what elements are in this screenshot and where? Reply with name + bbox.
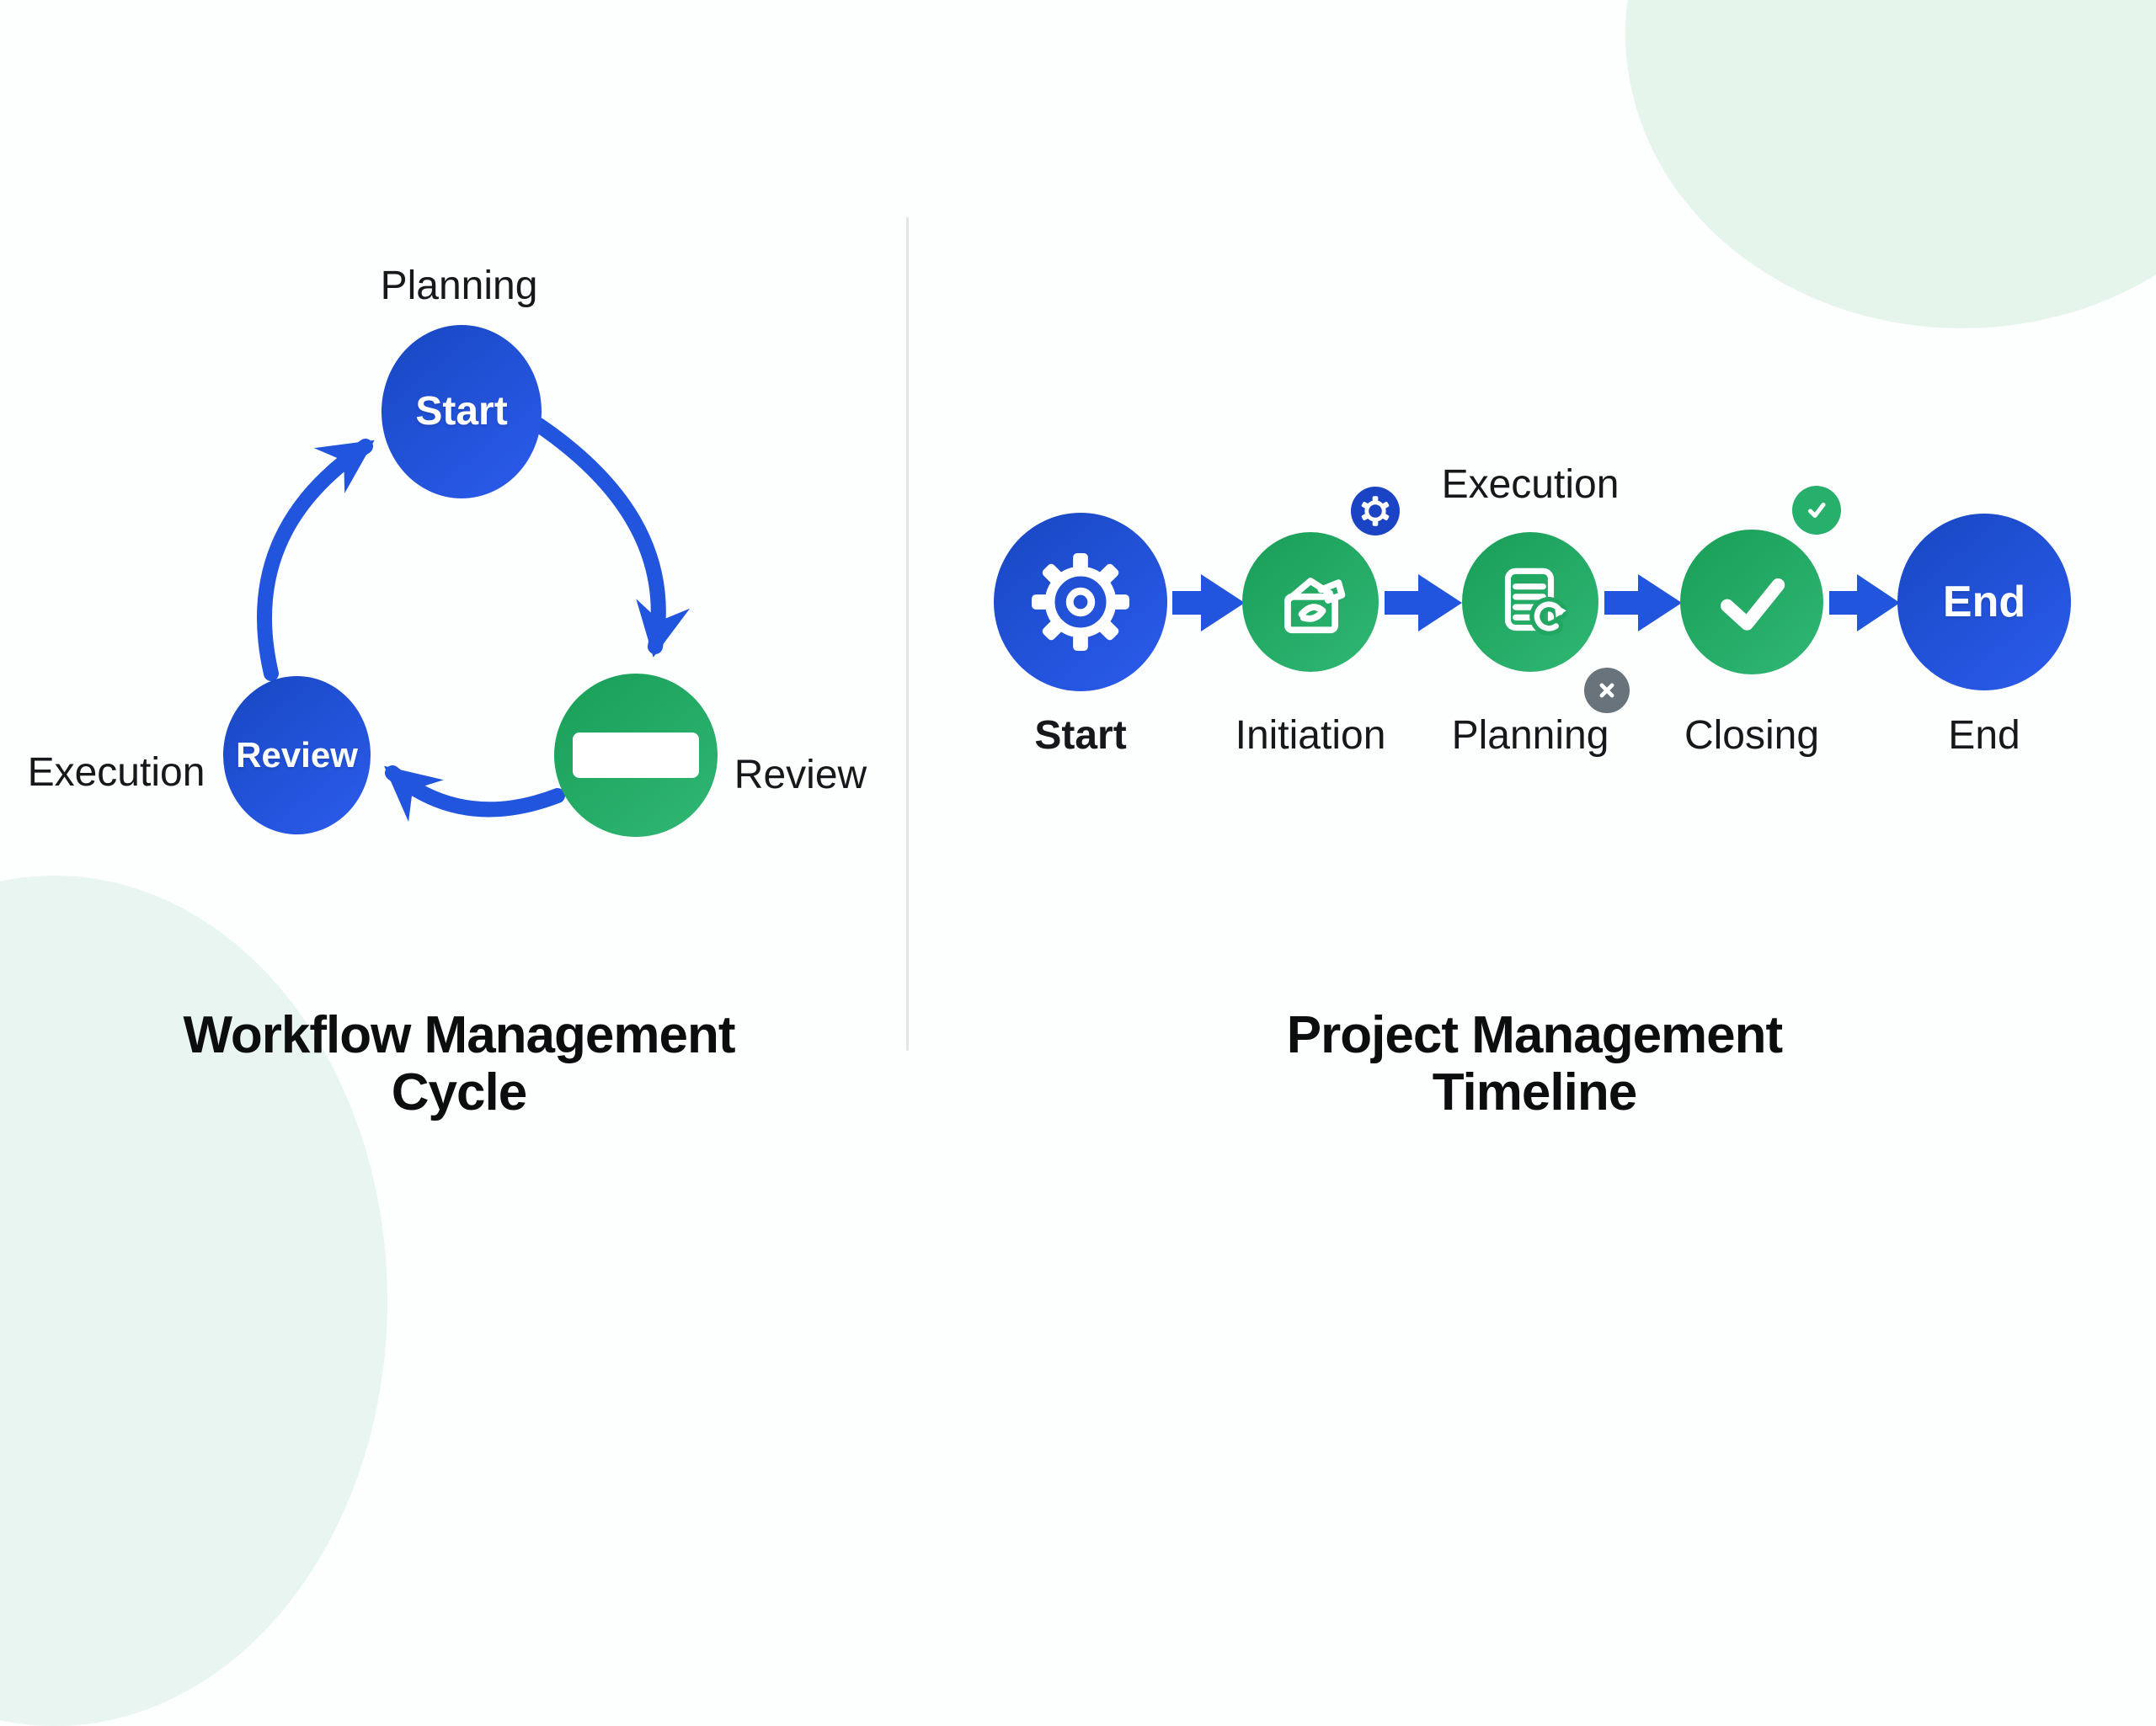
timeline-label-start: Start xyxy=(1034,713,1127,758)
cycle-arrows xyxy=(257,418,691,823)
right-panel-title: Project Management Timeline xyxy=(1286,1006,1783,1122)
cycle-node-review: Review xyxy=(223,676,371,834)
timeline-label-initiation: Initiation xyxy=(1235,713,1386,758)
timeline-label-execution: Execution xyxy=(1441,462,1620,507)
timeline-node-planning xyxy=(1462,532,1598,672)
gear-badge-icon xyxy=(1361,496,1390,526)
timeline-arrows xyxy=(1172,574,1900,631)
x-badge-icon xyxy=(1599,683,1614,698)
timeline-label-planning: Planning xyxy=(1451,713,1609,758)
inbox-document-icon xyxy=(1284,578,1346,634)
timeline-node-closing xyxy=(1680,530,1823,674)
timeline-node-start xyxy=(994,513,1167,691)
cycle-label-review: Review xyxy=(734,753,867,797)
cycle-node-review-text: Review xyxy=(236,735,358,775)
check-badge xyxy=(1792,486,1841,535)
timeline-label-end: End xyxy=(1948,713,2020,758)
cycle-label-planning: Planning xyxy=(380,264,538,308)
arrow-review-to-start xyxy=(257,439,375,681)
document-refresh-icon xyxy=(1504,567,1568,636)
timeline-node-end-text: End xyxy=(1942,578,2026,626)
gear-icon xyxy=(1031,552,1130,652)
panel-divider xyxy=(906,217,909,1051)
minus-icon xyxy=(573,732,699,778)
arrows-layer xyxy=(257,418,1900,823)
gear-badge xyxy=(1351,487,1400,535)
cycle-node-minus xyxy=(554,674,718,837)
cycle-label-execution: Execution xyxy=(27,750,205,795)
arrow-start-to-minus xyxy=(531,418,691,658)
cycle-node-start: Start xyxy=(382,325,542,498)
arrow-initiation-to-planning xyxy=(1385,574,1462,631)
cycle-node-start-text: Start xyxy=(415,389,508,434)
checkmark-icon xyxy=(1721,578,1785,631)
x-badge xyxy=(1584,668,1630,713)
arrow-start-to-initiation xyxy=(1172,574,1245,631)
timeline-node-end: End xyxy=(1897,514,2071,690)
arrow-minus-to-review xyxy=(384,765,565,823)
timeline-node-initiation xyxy=(1242,532,1379,672)
check-badge-icon xyxy=(1808,503,1826,518)
arrow-planning-to-closing xyxy=(1604,574,1682,631)
arrow-closing-to-end xyxy=(1829,574,1900,631)
timeline-label-closing: Closing xyxy=(1684,713,1820,758)
left-panel-title: Workflow Management Cycle xyxy=(183,1006,735,1122)
